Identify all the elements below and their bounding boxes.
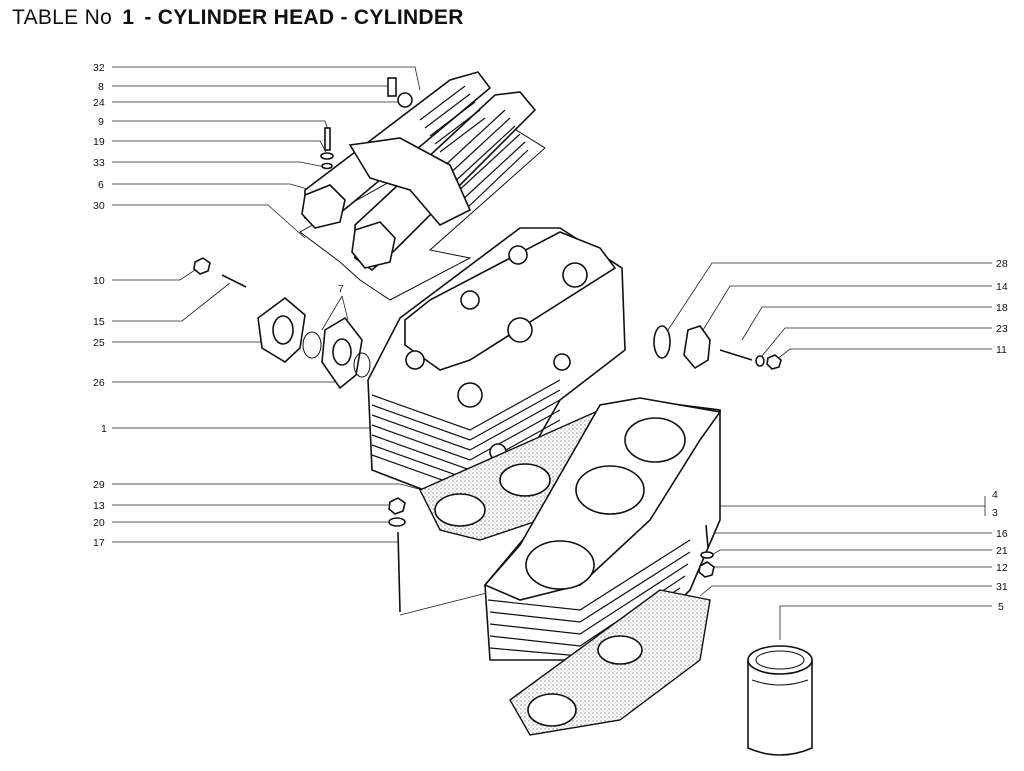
stud-18 bbox=[719, 349, 753, 361]
washer-23 bbox=[755, 355, 765, 367]
leader-21 bbox=[709, 549, 992, 557]
fitting-8 bbox=[387, 77, 397, 97]
nut-12 bbox=[698, 561, 715, 578]
leader-14 bbox=[699, 285, 992, 336]
callout-16: 16 bbox=[996, 528, 1008, 540]
leader-lines-right bbox=[667, 262, 992, 640]
leader-32 bbox=[112, 66, 421, 91]
leader-28 bbox=[667, 262, 992, 331]
stud-16 bbox=[705, 524, 709, 549]
bolt-9 bbox=[324, 127, 331, 151]
right-side-parts bbox=[653, 325, 782, 370]
nut-13 bbox=[388, 497, 406, 515]
gear-14 bbox=[683, 325, 711, 370]
callout-labels: 32 8 24 9 19 33 6 30 10 15 25 26 1 29 13… bbox=[93, 62, 1008, 613]
title-sep-2: - bbox=[340, 6, 348, 29]
callout-10: 10 bbox=[93, 275, 105, 287]
washer-21 bbox=[700, 551, 714, 559]
stud-17 bbox=[397, 531, 401, 613]
callout-14: 14 bbox=[996, 281, 1008, 293]
leader-10 bbox=[112, 267, 199, 281]
cylinder-head bbox=[367, 227, 626, 501]
callout-3: 3 bbox=[992, 507, 998, 519]
leader-23 bbox=[761, 327, 992, 357]
nut-11 bbox=[766, 354, 782, 370]
fitting-24 bbox=[397, 92, 413, 108]
leader-9 bbox=[112, 120, 329, 131]
callout-7: 7 bbox=[338, 283, 344, 295]
o-ring-7b bbox=[353, 352, 371, 378]
callout-18: 18 bbox=[996, 302, 1008, 314]
liner-ring bbox=[751, 679, 809, 686]
cover-end-left bbox=[301, 184, 346, 229]
title-number: 1 bbox=[122, 6, 135, 29]
callout-29: 29 bbox=[93, 479, 105, 491]
callout-4: 4 bbox=[992, 489, 998, 501]
seal-33 bbox=[321, 162, 333, 170]
leader-18 bbox=[741, 306, 992, 341]
liner-bore bbox=[755, 650, 805, 670]
callout-12: 12 bbox=[996, 562, 1008, 574]
leader-5 bbox=[779, 605, 992, 640]
callout-1: 1 bbox=[101, 423, 107, 435]
callout-13: 13 bbox=[93, 500, 105, 512]
cam-cover-assembly bbox=[299, 71, 546, 301]
leader-33 bbox=[112, 161, 326, 168]
leader-7 bbox=[321, 295, 349, 331]
title-part-1: CYLINDER HEAD bbox=[157, 6, 335, 29]
cylinder-block-fins bbox=[487, 539, 691, 657]
leader-29 bbox=[112, 483, 431, 493]
cylinder-bores bbox=[525, 417, 686, 590]
leader-19 bbox=[112, 140, 327, 153]
callout-26: 26 bbox=[93, 377, 105, 389]
callout-5: 5 bbox=[998, 601, 1004, 613]
right-fasteners bbox=[698, 524, 715, 578]
callout-8: 8 bbox=[98, 81, 104, 93]
callout-24: 24 bbox=[93, 97, 105, 109]
cover-end-right bbox=[351, 221, 396, 269]
callout-30: 30 bbox=[93, 200, 105, 212]
gasket-28 bbox=[653, 325, 671, 359]
liner-top bbox=[747, 645, 813, 675]
title-part-2: CYLINDER bbox=[353, 6, 464, 29]
flange-25-bore bbox=[272, 315, 294, 345]
callout-20: 20 bbox=[93, 517, 105, 529]
callout-28: 28 bbox=[996, 258, 1008, 270]
base-gasket-holes bbox=[527, 635, 643, 727]
callout-15: 15 bbox=[93, 316, 105, 328]
callout-32: 32 bbox=[93, 62, 105, 74]
leader-6 bbox=[112, 183, 319, 193]
nut-10 bbox=[193, 257, 211, 275]
leader-11 bbox=[775, 348, 992, 361]
callout-11: 11 bbox=[996, 344, 1007, 356]
page-title: TABLE No 1 - CYLINDER HEAD - CYLINDER bbox=[12, 6, 464, 30]
callout-19: 19 bbox=[93, 136, 105, 148]
callout-25: 25 bbox=[93, 337, 105, 349]
intake-flanges bbox=[193, 257, 371, 390]
washer-19 bbox=[320, 152, 334, 160]
leader-30 bbox=[112, 204, 306, 239]
cylinder-liner-5 bbox=[747, 645, 813, 756]
stud-15 bbox=[221, 274, 247, 288]
callout-6: 6 bbox=[98, 179, 104, 191]
flange-26-bore bbox=[332, 338, 352, 366]
title-prefix: TABLE No bbox=[12, 6, 113, 29]
callout-17: 17 bbox=[93, 537, 105, 549]
washer-20 bbox=[388, 517, 406, 527]
callout-23: 23 bbox=[996, 323, 1008, 335]
leader-15 bbox=[112, 282, 231, 322]
o-ring-7 bbox=[302, 331, 322, 359]
title-sep-1: - bbox=[144, 6, 152, 29]
cover-bridge bbox=[348, 137, 472, 226]
callout-21: 21 bbox=[996, 545, 1008, 557]
spark-plug-port bbox=[553, 353, 571, 371]
callout-9: 9 bbox=[98, 116, 104, 128]
valve-seats bbox=[405, 245, 588, 408]
head-gasket-holes bbox=[434, 463, 551, 527]
callout-33: 33 bbox=[93, 157, 105, 169]
leader-31 bbox=[699, 585, 992, 597]
cover-fins bbox=[419, 85, 529, 211]
callout-31: 31 bbox=[996, 581, 1008, 593]
